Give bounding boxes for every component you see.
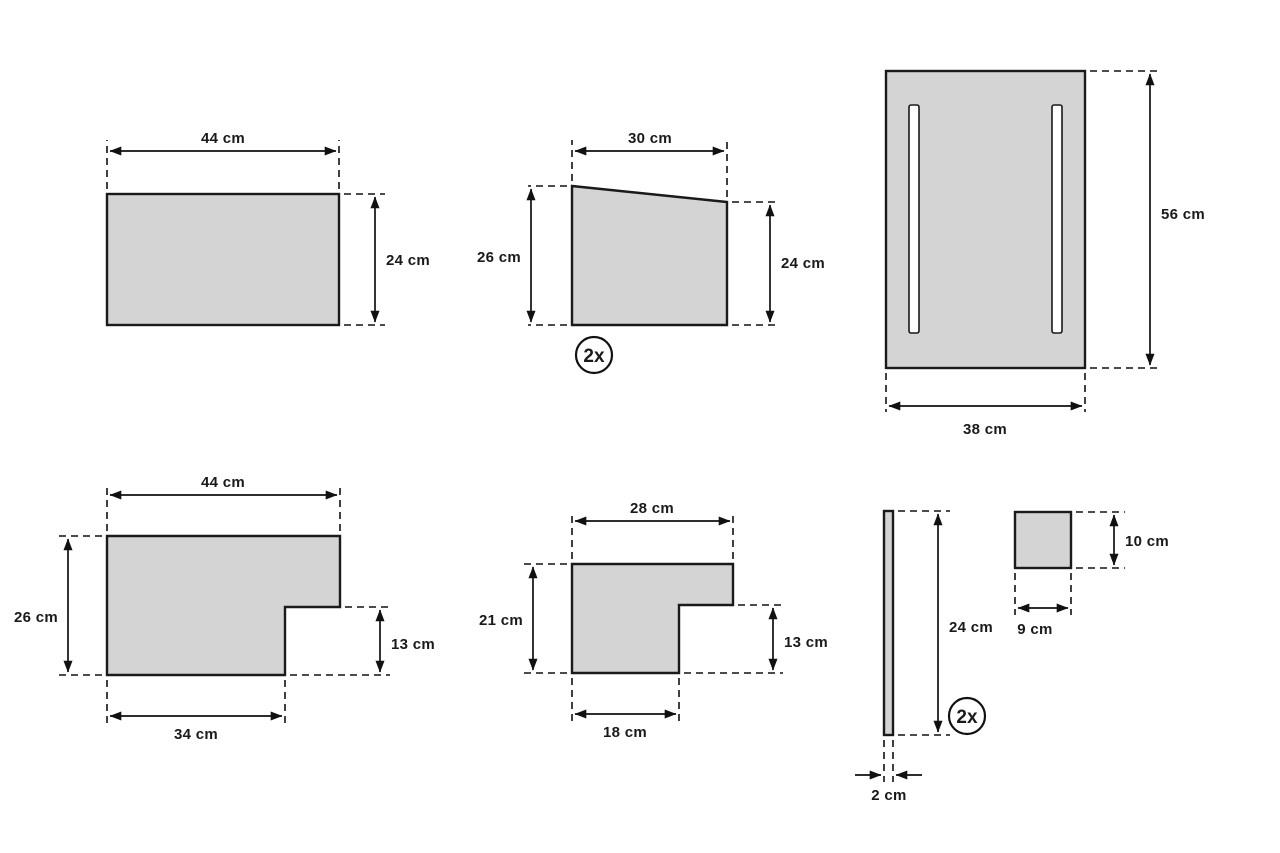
- part-1-height-label: 24 cm: [386, 252, 430, 269]
- part-3-slot-left: [908, 104, 920, 334]
- part-5-right-height-label: 13 cm: [784, 634, 828, 651]
- part-2-width-label: 30 cm: [628, 130, 672, 147]
- part-2-quantity-badge: 2x: [574, 335, 614, 375]
- part-4-outline: [105, 534, 342, 677]
- part-2-badge-label: 2x: [583, 346, 605, 367]
- part-5-bottom-width-label: 18 cm: [603, 724, 647, 741]
- part-5-width-label: 28 cm: [630, 500, 674, 517]
- part-1-outline: [105, 192, 341, 327]
- part-3-height-label: 56 cm: [1161, 206, 1205, 223]
- part-6-height-label: 24 cm: [949, 619, 993, 636]
- part-6-outline: [882, 509, 895, 737]
- part-slotted-panel-38x56: 56 cm 38 cm: [884, 69, 1205, 438]
- part-6-badge-label: 2x: [956, 707, 978, 728]
- part-5-outline: [570, 562, 735, 675]
- part-rectangle-44x24: 44 cm 24 cm: [105, 130, 430, 327]
- part-strip-2x24: 24 cm 2 cm 2x: [855, 509, 993, 804]
- part-lshape-44x26x34x13: 44 cm 26 cm 13 cm 34 cm: [14, 474, 435, 743]
- part-2-left-height-label: 26 cm: [477, 249, 521, 266]
- part-4-right-height-label: 13 cm: [391, 636, 435, 653]
- part-2-badge-circle: [574, 335, 614, 375]
- part-4-left-height-label: 26 cm: [14, 609, 58, 626]
- part-6-quantity-badge: 2x: [947, 696, 987, 736]
- part-square-9x10: 10 cm 9 cm: [1013, 510, 1169, 638]
- part-5-left-height-label: 21 cm: [479, 612, 523, 629]
- part-3-slot-right: [1051, 104, 1063, 334]
- part-7-outline: [1013, 510, 1073, 570]
- part-2-outline: [570, 184, 729, 327]
- part-6-width-label: 2 cm: [871, 787, 906, 804]
- part-7-height-label: 10 cm: [1125, 533, 1169, 550]
- part-lshape-28x21x18x13: 28 cm 21 cm 13 cm 18 cm: [479, 500, 828, 741]
- part-6-badge-circle: [947, 696, 987, 736]
- part-4-bottom-width-label: 34 cm: [174, 726, 218, 743]
- part-7-width-label: 9 cm: [1017, 621, 1052, 638]
- part-4-width-label: 44 cm: [201, 474, 245, 491]
- part-2-right-height-label: 24 cm: [781, 255, 825, 272]
- part-trapezoid-30x26x24: 30 cm 26 cm 24 cm 2x: [477, 130, 825, 375]
- part-1-width-label: 44 cm: [201, 130, 245, 147]
- part-3-width-label: 38 cm: [963, 421, 1007, 438]
